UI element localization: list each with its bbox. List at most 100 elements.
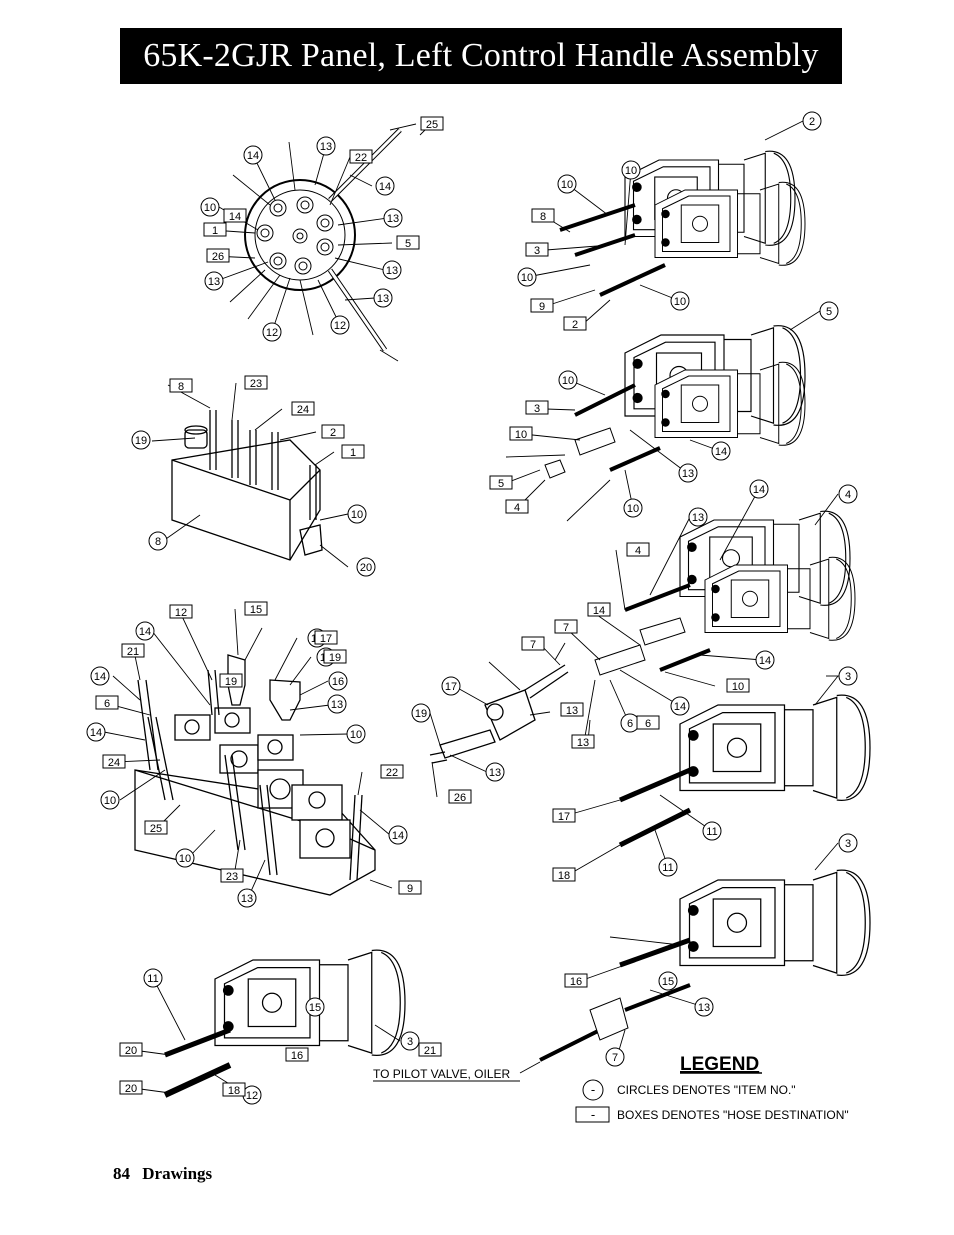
item-number-circle bbox=[346, 724, 366, 744]
item-number-circle bbox=[316, 136, 336, 156]
item-number-label: 19 bbox=[135, 435, 147, 447]
item-number-circle bbox=[670, 291, 690, 311]
hose-destination-box bbox=[396, 235, 420, 250]
item-number-circle bbox=[175, 848, 195, 868]
item-number-label: 15 bbox=[309, 1002, 321, 1014]
hose-destination-box bbox=[531, 208, 555, 223]
hose-destination-box bbox=[489, 475, 513, 490]
item-number-label: 13 bbox=[489, 767, 501, 779]
item-number-label: 16 bbox=[332, 676, 344, 688]
annotation-text: TO PILOT VALVE, OILER bbox=[373, 1067, 510, 1081]
item-number-circle bbox=[347, 504, 367, 524]
hose-destination-label: 21 bbox=[127, 646, 139, 658]
valve-assembly-6 bbox=[163, 949, 406, 1098]
item-number-label: 13 bbox=[387, 213, 399, 225]
connector-face bbox=[244, 128, 402, 352]
hose-destination-box bbox=[169, 378, 193, 393]
hose-destination-label: 20 bbox=[125, 1083, 137, 1095]
item-number-label: 3 bbox=[407, 1036, 413, 1048]
hose-destination-box bbox=[571, 734, 595, 749]
hose-destination-label: 10 bbox=[732, 681, 744, 693]
hose-destination-label: 3 bbox=[534, 245, 540, 257]
hose-destination-label: 9 bbox=[539, 301, 545, 313]
hose-destination-label: 1 bbox=[212, 225, 218, 237]
leader-lines bbox=[103, 120, 840, 1096]
item-number-circle bbox=[838, 484, 858, 504]
hose-destination-label: 17 bbox=[320, 633, 332, 645]
hose-destination-box bbox=[349, 149, 373, 164]
item-number-circle bbox=[702, 821, 722, 841]
item-number-circle bbox=[400, 1031, 420, 1051]
item-number-label: 13 bbox=[377, 293, 389, 305]
hose-destination-label: 1 bbox=[350, 447, 356, 459]
hose-destination-box bbox=[564, 973, 588, 988]
item-number-circle bbox=[86, 722, 106, 742]
item-number-label: 13 bbox=[698, 1002, 710, 1014]
item-number-label: 12 bbox=[246, 1090, 258, 1102]
item-number-circle bbox=[838, 666, 858, 686]
item-number-label: 13 bbox=[208, 276, 220, 288]
legend-box-text: BOXES DENOTES "HOSE DESTINATION" bbox=[617, 1108, 849, 1122]
item-number-circle bbox=[135, 621, 155, 641]
hose-destination-box bbox=[323, 649, 347, 664]
hose-destination-box bbox=[525, 400, 549, 415]
item-number-circle bbox=[131, 430, 151, 450]
hose-destination-label: 4 bbox=[514, 502, 520, 514]
item-number-circle bbox=[517, 267, 537, 287]
hose-destination-label: 26 bbox=[454, 792, 466, 804]
hose-destination-label: 7 bbox=[530, 639, 536, 651]
hose-destination-label: 24 bbox=[108, 757, 120, 769]
item-number-label: 10 bbox=[351, 509, 363, 521]
item-number-label: 14 bbox=[247, 150, 259, 162]
item-number-circle bbox=[557, 174, 577, 194]
item-number-circle bbox=[90, 666, 110, 686]
hose-destination-box bbox=[341, 444, 365, 459]
hose-destination-label: 5 bbox=[405, 238, 411, 250]
item-number-circle bbox=[621, 160, 641, 180]
item-number-circle bbox=[838, 833, 858, 853]
item-number-label: 3 bbox=[845, 838, 851, 850]
hose-destination-box bbox=[587, 602, 611, 617]
hose-destination-label: 24 bbox=[297, 404, 309, 416]
manifold-block bbox=[171, 410, 323, 561]
hose-destination-box bbox=[244, 375, 268, 390]
hose-destination-label: 3 bbox=[534, 403, 540, 415]
item-number-label: 14 bbox=[753, 484, 765, 496]
item-number-label: 14 bbox=[90, 727, 102, 739]
hose-destination-box bbox=[244, 601, 268, 616]
item-number-circle bbox=[688, 507, 708, 527]
item-number-circle bbox=[375, 176, 395, 196]
item-number-label: 14 bbox=[715, 446, 727, 458]
item-number-label: 10 bbox=[562, 375, 574, 387]
hose-destination-box bbox=[560, 702, 584, 717]
hose-destination-label: 18 bbox=[558, 870, 570, 882]
item-number-label: 12 bbox=[266, 327, 278, 339]
hose-destination-box bbox=[418, 1042, 442, 1057]
hose-destination-box bbox=[219, 673, 243, 688]
item-number-circle bbox=[411, 703, 431, 723]
annotation: TO PILOT VALVE, OILER bbox=[373, 1067, 520, 1082]
item-number-label: 11 bbox=[662, 862, 673, 874]
item-number-label: 5 bbox=[826, 306, 832, 318]
hose-destination-label: 19 bbox=[329, 652, 341, 664]
item-number-label: 4 bbox=[845, 489, 851, 501]
hose-destination-box bbox=[530, 298, 554, 313]
item-number-label: 14 bbox=[94, 671, 106, 683]
item-number-label: 20 bbox=[360, 562, 372, 574]
hose-destination-box bbox=[448, 789, 472, 804]
hose-destination-label: 25 bbox=[150, 823, 162, 835]
hose-destination-box bbox=[222, 1082, 246, 1097]
hose-destination-box bbox=[521, 636, 545, 651]
hose-destination-box bbox=[398, 880, 422, 895]
hose-destination-box bbox=[380, 764, 404, 779]
item-number-circle bbox=[143, 968, 163, 988]
legend: LEGEND - CIRCLES DENOTES "ITEM NO." - BO… bbox=[575, 1054, 849, 1123]
item-labels: 2333456781010101010101010101010111111121… bbox=[86, 111, 858, 1105]
item-number-label: 10 bbox=[350, 729, 362, 741]
title-bar: 65K-2GJR Panel, Left Control Handle Asse… bbox=[120, 28, 842, 84]
item-number-label: 14 bbox=[674, 701, 686, 713]
item-number-label: 10 bbox=[561, 179, 573, 191]
hose-destination-label: 22 bbox=[355, 152, 367, 164]
item-number-circle bbox=[623, 498, 643, 518]
item-number-circle bbox=[558, 370, 578, 390]
